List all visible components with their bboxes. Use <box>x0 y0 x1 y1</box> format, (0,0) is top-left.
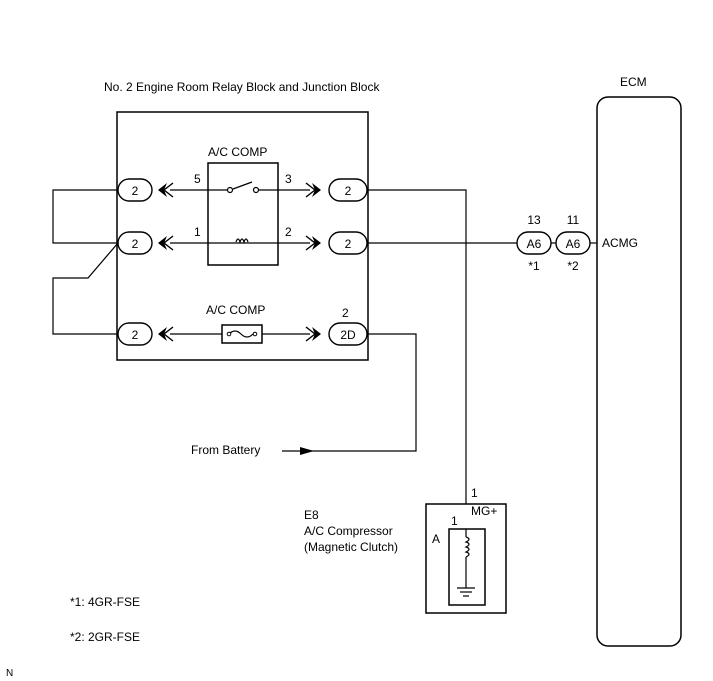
compressor-connector: A <box>432 532 440 546</box>
battery-arrow-icon <box>300 447 314 455</box>
right-connector-1: 2 <box>305 178 368 202</box>
compressor-pin-outer: 1 <box>471 486 478 500</box>
relay-pin-2: 2 <box>285 225 292 239</box>
compressor-signal: MG+ <box>471 504 497 518</box>
compressor-pin-inner: 1 <box>451 514 458 528</box>
right-connector-3: 2D <box>305 322 368 346</box>
relay-block-title: No. 2 Engine Room Relay Block and Juncti… <box>104 80 380 94</box>
clutch-inner-box <box>448 528 486 606</box>
clutch-coil-icon <box>464 529 470 588</box>
wire-to-compressor <box>367 189 467 504</box>
left-jumper-wire <box>52 189 118 244</box>
relay-block-box <box>116 111 369 361</box>
compressor-name: A/C Compressor <box>304 524 393 538</box>
corner-mark: N <box>6 668 13 679</box>
ecm-title: ECM <box>620 75 647 89</box>
left-connector-1: 2 <box>117 178 174 202</box>
svg-text:2D: 2D <box>340 328 356 342</box>
relay-box <box>207 162 279 266</box>
compressor-subname: (Magnetic Clutch) <box>304 540 398 554</box>
relay-name-label: A/C COMP <box>208 145 267 159</box>
ecm-pin-b-conn: A6 <box>566 237 581 251</box>
relay-pin-1: 1 <box>194 225 201 239</box>
ecm-pin-b-num: 11 <box>567 213 580 227</box>
ecm-pin-b-note: *2 <box>567 259 579 273</box>
compressor-box <box>425 503 507 614</box>
fuse-icon <box>221 324 263 344</box>
left-loop-wire <box>52 242 119 335</box>
ecm-pin-a-num: 13 <box>527 213 541 227</box>
ground-icon <box>457 587 475 597</box>
compressor-code: E8 <box>304 508 319 522</box>
relay-pin-3: 3 <box>285 172 292 186</box>
note-1: *1: 4GR-FSE <box>70 595 140 609</box>
ecm-signal-label: ACMG <box>602 236 638 250</box>
svg-text:2: 2 <box>345 237 352 251</box>
fuse-name-label: A/C COMP <box>206 303 265 317</box>
ecm-box <box>596 96 682 647</box>
right-connector-2: 2 <box>305 231 368 255</box>
relay-pin-5: 5 <box>194 172 201 186</box>
left-connector-3: 2 <box>117 322 174 346</box>
ecm-pin-a-note: *1 <box>528 259 540 273</box>
relay-switch-icon <box>226 181 260 194</box>
battery-label: From Battery <box>191 443 260 457</box>
note-2: *2: 2GR-FSE <box>70 630 140 644</box>
svg-text:2: 2 <box>132 237 139 251</box>
relay-coil-icon <box>233 238 251 244</box>
svg-text:2: 2 <box>345 184 352 198</box>
fuse-pin-label: 2 <box>342 306 349 320</box>
ecm-pin-a-conn: A6 <box>527 237 542 251</box>
svg-text:2: 2 <box>132 184 139 198</box>
battery-wire <box>282 333 417 452</box>
svg-text:2: 2 <box>132 328 139 342</box>
left-connector-2: 2 <box>117 231 174 255</box>
